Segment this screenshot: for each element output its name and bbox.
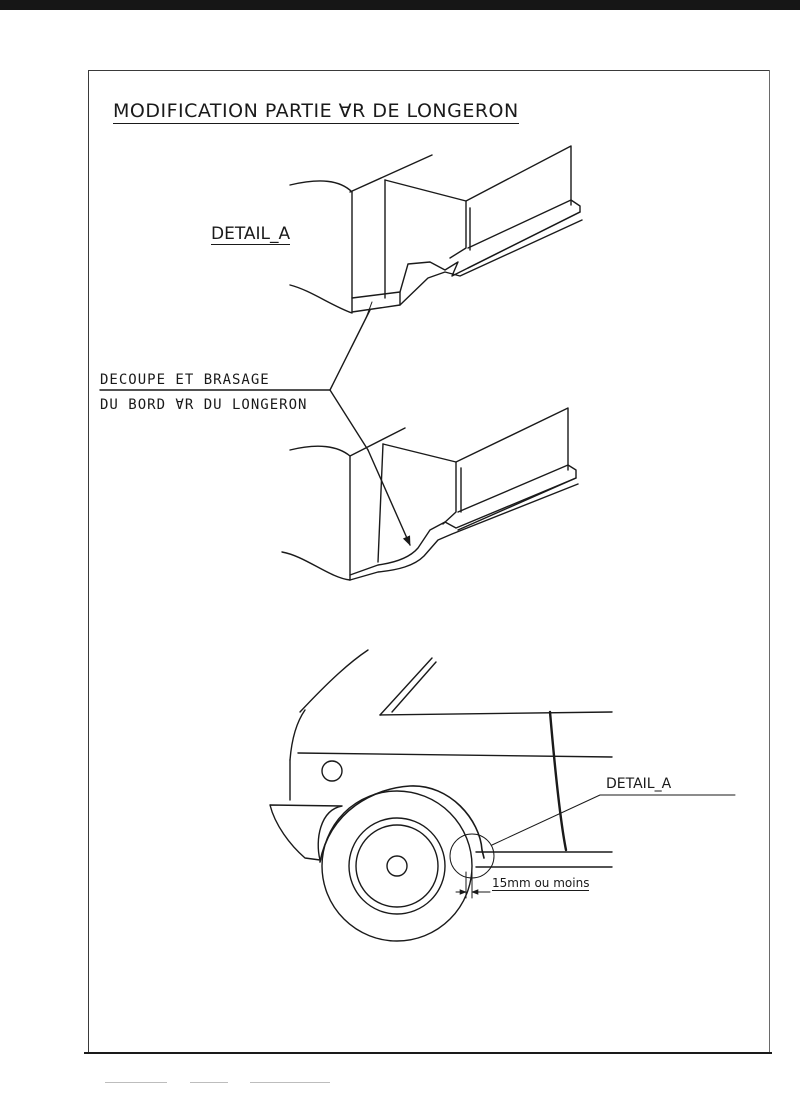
- note-leaders: [99, 309, 411, 546]
- car-detail-a-label: DETAIL_A: [606, 776, 672, 792]
- hub: [386, 855, 408, 877]
- frame-left-border: [88, 70, 89, 1053]
- sill-top-face: [465, 145, 572, 206]
- fuel-cap: [321, 760, 343, 782]
- body-outline-top: [289, 180, 353, 193]
- scan-top-edge: [0, 0, 800, 10]
- rim-inner: [355, 824, 439, 908]
- sill-lip: [467, 199, 581, 269]
- frame-top-border: [88, 70, 770, 71]
- beltline: [297, 752, 613, 758]
- roof-line: [379, 711, 613, 716]
- inner-panel: [384, 179, 467, 259]
- footer-mark-1: [105, 1082, 167, 1083]
- footer-mark-3: [250, 1082, 330, 1083]
- leader-arrow: [367, 449, 411, 546]
- sill-detail-after: [281, 407, 579, 581]
- quarter-panel-edge: [349, 154, 433, 313]
- tyre: [321, 790, 473, 942]
- dimension-label: 15mm ou moins: [492, 876, 590, 891]
- car-side-view: [269, 649, 736, 942]
- note-line-2: DU BORD ⱯR DU LONGERON: [100, 397, 308, 413]
- note-line-1: DECOUPE ET BRASAGE: [100, 372, 270, 388]
- rear-hatch-line: [289, 709, 306, 761]
- frame-right-border: [769, 70, 770, 1053]
- sill-detail-before: [289, 145, 583, 319]
- rim-outer: [348, 817, 446, 915]
- detail-a-heading: DETAIL_A: [211, 224, 291, 245]
- footer-mark-2: [190, 1082, 228, 1083]
- wheel-arch: [319, 785, 485, 863]
- sill-lines: [475, 851, 613, 868]
- frame-bottom-border: [84, 1052, 772, 1054]
- detail-leader: [491, 794, 736, 846]
- door-shut-line: [548, 710, 568, 852]
- wheel-arch-edge: [289, 284, 353, 314]
- c-pillar: [379, 657, 437, 716]
- page-title: MODIFICATION PARTIE ⱯR DE LONGERON: [113, 100, 519, 124]
- rear-window-line: [299, 649, 369, 713]
